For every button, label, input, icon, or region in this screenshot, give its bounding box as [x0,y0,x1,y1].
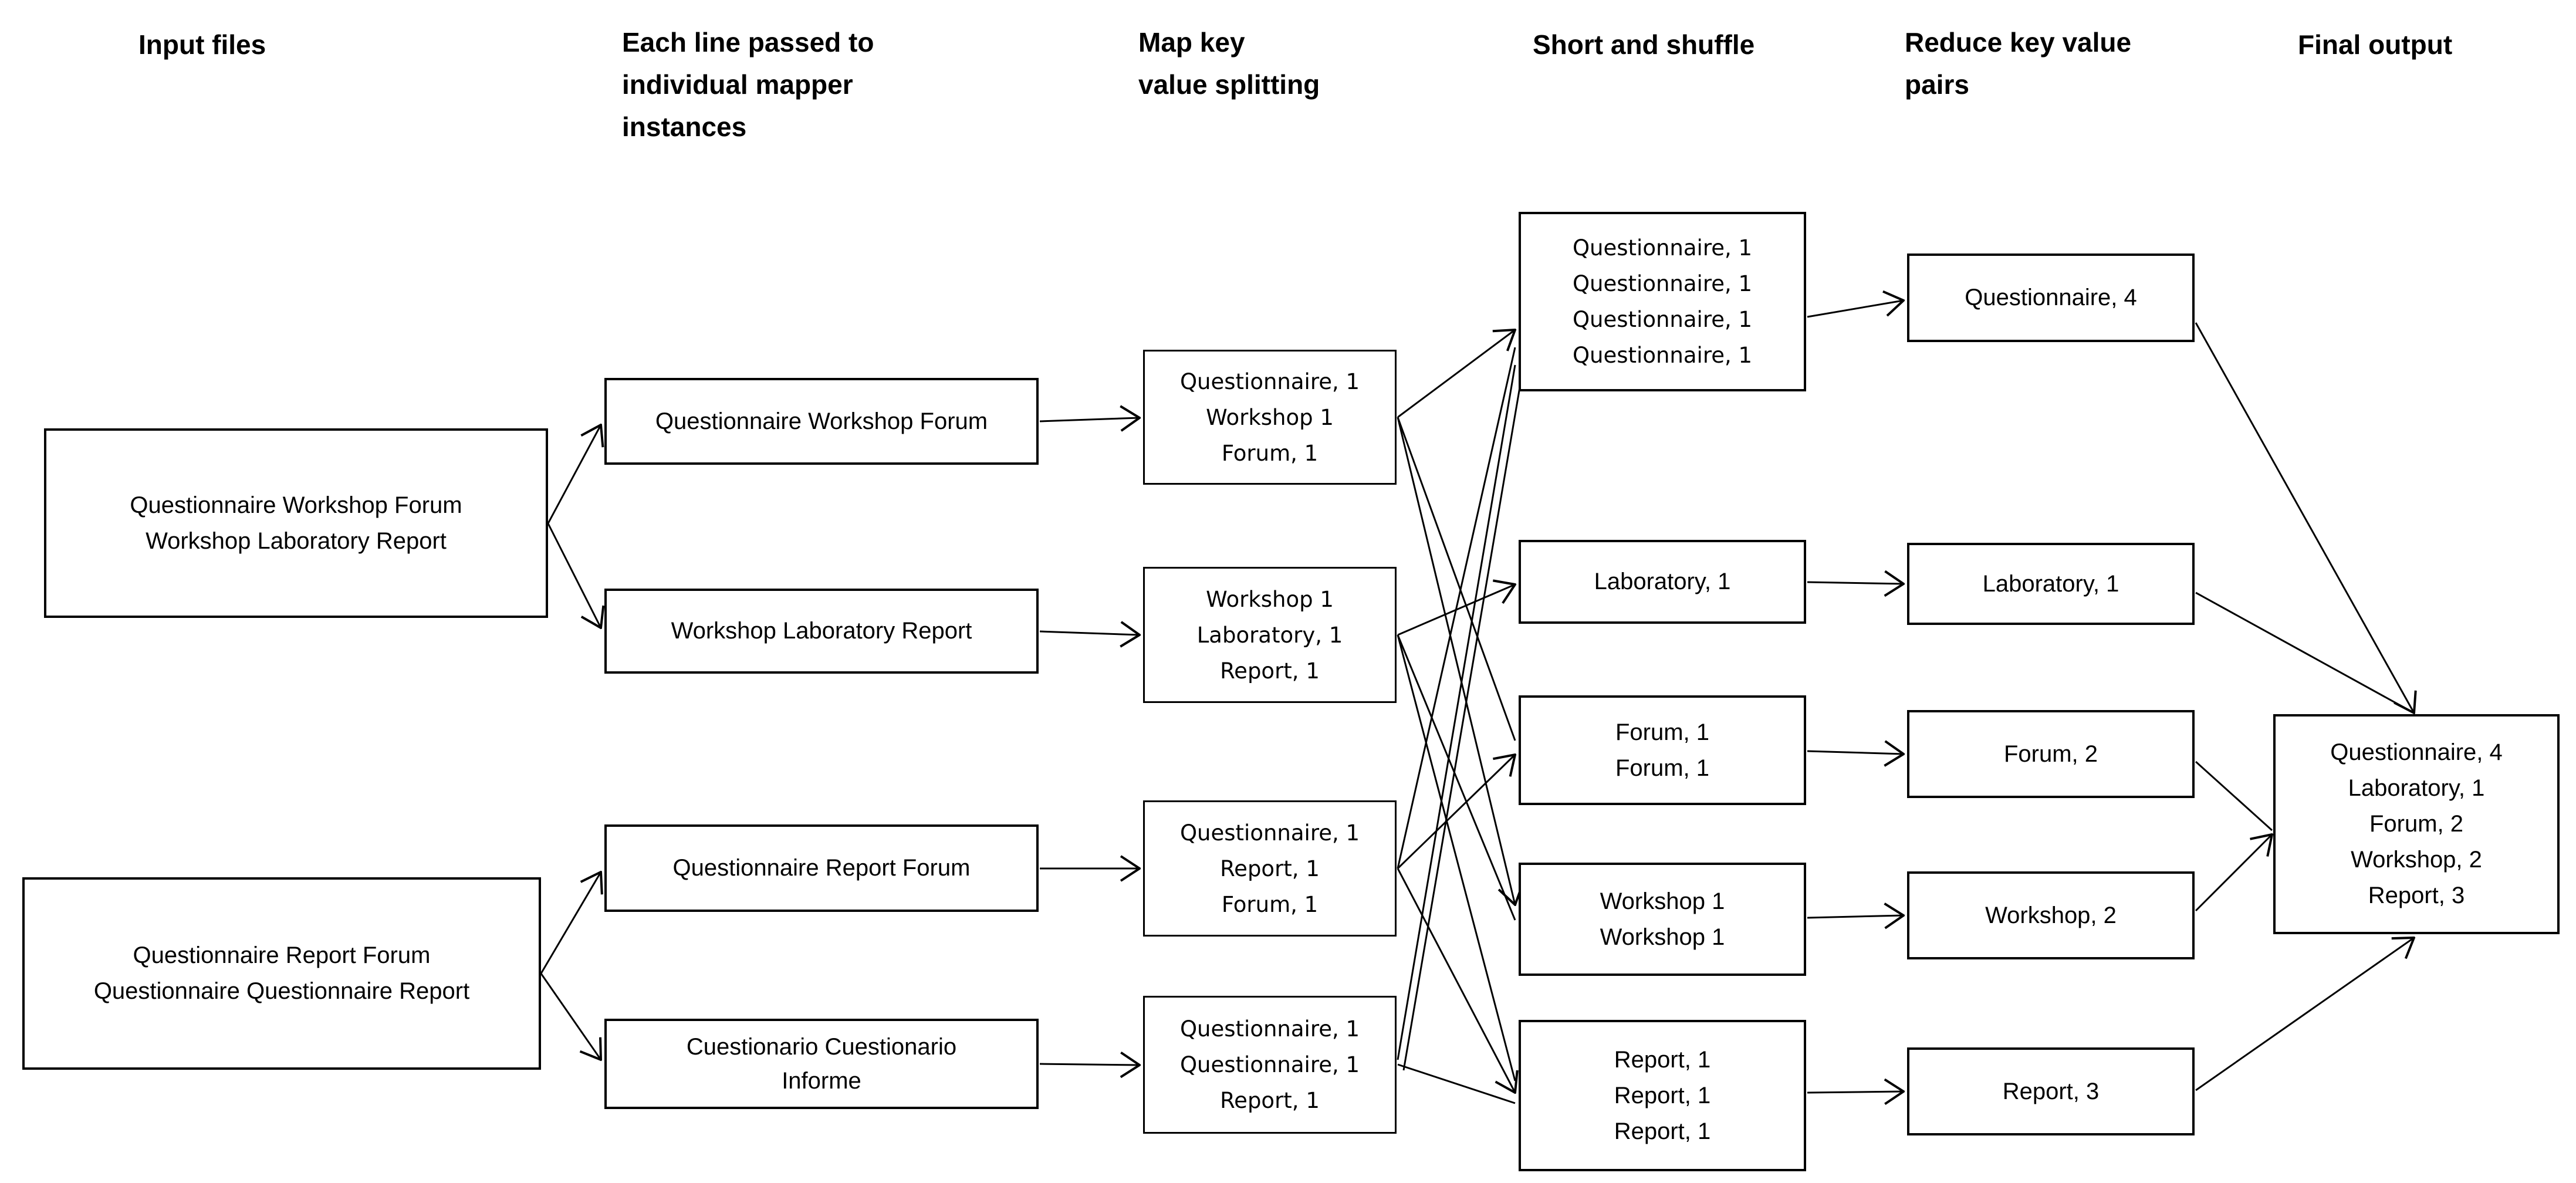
split-box-3-text: Questionnaire, 1 Report, 1 Forum, 1 [1179,820,1360,917]
edge-split2-shuffle5 [1397,634,1516,1081]
edge-split3-shuffle3 [1397,755,1515,870]
final-output-box-text: Questionnaire, 4 Laboratory, 1 Forum, 2 … [2330,739,2503,908]
shuffle-box-4-text: Workshop 1 Workshop 1 [1600,888,1725,950]
edge-mapper2-split2 [1039,631,1140,635]
split-box-1-text: Questionnaire, 1 Workshop 1 Forum, 1 [1179,369,1360,466]
edge-input1-mapper2 [547,523,601,628]
edge-split4-shuffle1-b [1402,387,1521,1071]
edge-split4-shuffle5 [1397,1063,1516,1104]
mapper-box-2-text: Workshop Laboratory Report [671,618,972,644]
column-header-shuffle: Short and shuffle [1533,29,1755,60]
edge-shuffle3-reduce3 [1807,751,1904,754]
reduce-box-1: Questionnaire, 4 [1907,254,2195,342]
shuffle-box-2-text: Laboratory, 1 [1594,569,1731,594]
mapper-box-1-text: Questionnaire Workshop Forum [655,408,988,434]
mapper-box-2: Workshop Laboratory Report [604,589,1039,674]
column-header-input-files: Input files [138,29,266,60]
edge-input2-mapper4 [540,973,601,1060]
mapper-box-3: Questionnaire Report Forum [604,824,1039,912]
reduce-box-4: Workshop, 2 [1907,871,2195,959]
shuffle-box-5: Report, 1 Report, 1 Report, 1 [1519,1020,1806,1171]
split-box-4: Questionnaire, 1 Questionnaire, 1 Report… [1143,996,1397,1134]
input-file-box-2: Questionnaire Report Forum Questionnaire… [22,877,541,1070]
mapper-box-3-text: Questionnaire Report Forum [672,855,971,881]
edge-mapper4-split4 [1039,1064,1140,1065]
shuffle-box-4: Workshop 1 Workshop 1 [1519,863,1806,976]
reduce-box-3-text: Forum, 2 [2003,741,2098,767]
edge-split1-shuffle1 [1397,330,1515,418]
split-box-1: Questionnaire, 1 Workshop 1 Forum, 1 [1143,350,1397,485]
edge-split3-shuffle5 [1397,868,1515,1093]
split-box-4-text: Questionnaire, 1 Questionnaire, 1 Report… [1179,1016,1360,1113]
edge-input1-mapper1 [547,425,601,524]
edge-reduce3-final [2195,760,2273,832]
mapper-box-4-text: Cuestionario Cuestionario Informe [686,1034,957,1094]
shuffle-box-5-text: Report, 1 Report, 1 Report, 1 [1614,1046,1711,1144]
column-header-reduce: Reduce key value pairs [1905,27,2132,100]
reduce-box-4-text: Workshop, 2 [1985,902,2117,928]
column-header-final-output: Final output [2298,29,2453,60]
shuffle-box-1-text: Questionnaire, 1 Questionnaire, 1 Questi… [1572,235,1753,368]
input-file-box-1-text: Questionnaire Workshop Forum Workshop La… [130,492,462,554]
edge-reduce1-final [2195,322,2414,713]
input-file-box-2-text: Questionnaire Report Forum Questionnaire… [93,942,470,1004]
reduce-box-5: Report, 3 [1907,1047,2195,1135]
input-file-box-1: Questionnaire Workshop Forum Workshop La… [44,428,548,618]
column-header-map-split: Map key value splitting [1138,27,1320,100]
edge-shuffle5-reduce5 [1807,1091,1904,1093]
shuffle-box-3: Forum, 1 Forum, 1 [1519,695,1806,805]
column-header-mapper: Each line passed to individual mapper in… [622,27,874,142]
edge-split1-shuffle4 [1397,417,1515,905]
reduce-box-5-text: Report, 3 [2002,1078,2100,1104]
shuffle-box-3-text: Forum, 1 Forum, 1 [1615,719,1710,781]
edge-mapper1-split1 [1039,418,1140,421]
edge-split2-shuffle4 [1397,634,1516,921]
edge-split4-shuffle1-a [1397,364,1516,1060]
mapper-box-4: Cuestionario Cuestionario Informe [604,1019,1039,1109]
shuffle-box-2: Laboratory, 1 [1519,540,1806,624]
edge-reduce2-final [2195,592,2415,714]
edge-shuffle1-reduce1 [1807,300,1904,318]
final-output-box: Questionnaire, 4 Laboratory, 1 Forum, 2 … [2273,714,2560,934]
edge-split3-shuffle1 [1397,347,1516,869]
reduce-box-2: Laboratory, 1 [1907,543,2195,625]
edge-input2-mapper3 [540,872,601,974]
shuffle-box-1: Questionnaire, 1 Questionnaire, 1 Questi… [1519,212,1806,391]
edge-split1-shuffle3 [1397,417,1516,741]
edge-shuffle2-reduce2 [1807,582,1904,584]
reduce-box-1-text: Questionnaire, 4 [1965,285,2137,310]
edge-shuffle4-reduce4 [1807,915,1904,918]
split-box-2: Workshop 1 Laboratory, 1 Report, 1 [1143,567,1397,703]
edge-reduce5-final [2195,938,2414,1091]
reduce-box-3: Forum, 2 [1907,710,2195,798]
split-box-2-text: Workshop 1 Laboratory, 1 Report, 1 [1196,586,1343,684]
split-box-3: Questionnaire, 1 Report, 1 Forum, 1 [1143,800,1397,937]
mapper-box-1: Questionnaire Workshop Forum [604,378,1039,465]
reduce-box-2-text: Laboratory, 1 [1982,570,2119,597]
edge-reduce4-final [2195,834,2272,912]
